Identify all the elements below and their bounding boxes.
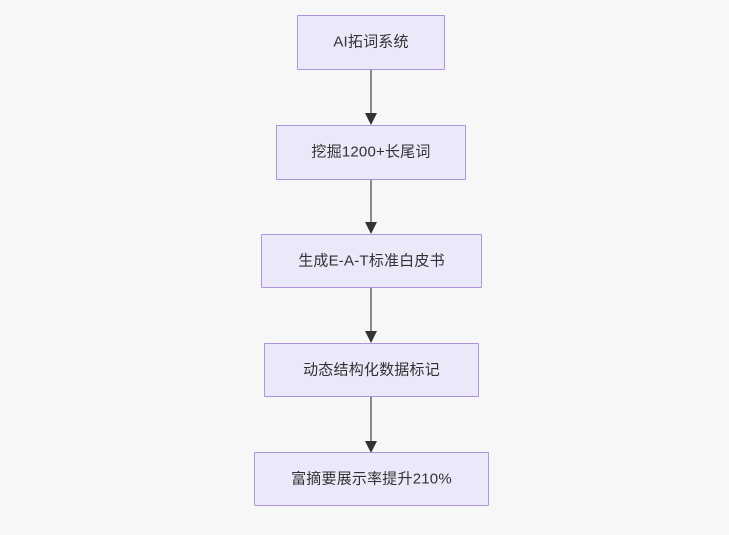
arrowhead-icon bbox=[365, 222, 377, 234]
flowchart-node-ai-keyword-system[interactable]: AI拓词系统 bbox=[297, 15, 445, 70]
flowchart-node-label: 动态结构化数据标记 bbox=[303, 361, 440, 378]
arrowhead-icon bbox=[365, 441, 377, 453]
arrowhead-icon bbox=[365, 113, 377, 125]
edge-n3-n4 bbox=[365, 286, 377, 343]
flowchart-node-label: 富摘要展示率提升210% bbox=[291, 470, 452, 487]
edge-n4-n5 bbox=[365, 395, 377, 453]
flowchart-node-label: AI拓词系统 bbox=[333, 33, 409, 51]
flowchart-node-dynamic-structured-data-markup[interactable]: 动态结构化数据标记 bbox=[264, 343, 479, 397]
flowchart-node-mine-longtail-keywords[interactable]: 挖掘1200+长尾词 bbox=[276, 125, 466, 180]
edge-n1-n2 bbox=[365, 68, 377, 125]
flowchart-node-label: 挖掘1200+长尾词 bbox=[311, 143, 431, 161]
arrowhead-icon bbox=[365, 331, 377, 343]
flowchart-node-rich-snippet-rate-increase[interactable]: 富摘要展示率提升210% bbox=[254, 452, 489, 506]
edge-n2-n3 bbox=[365, 178, 377, 234]
flowchart-node-generate-eat-whitepaper[interactable]: 生成E-A-T标准白皮书 bbox=[261, 234, 482, 288]
flowchart-node-label: 生成E-A-T标准白皮书 bbox=[298, 252, 445, 269]
